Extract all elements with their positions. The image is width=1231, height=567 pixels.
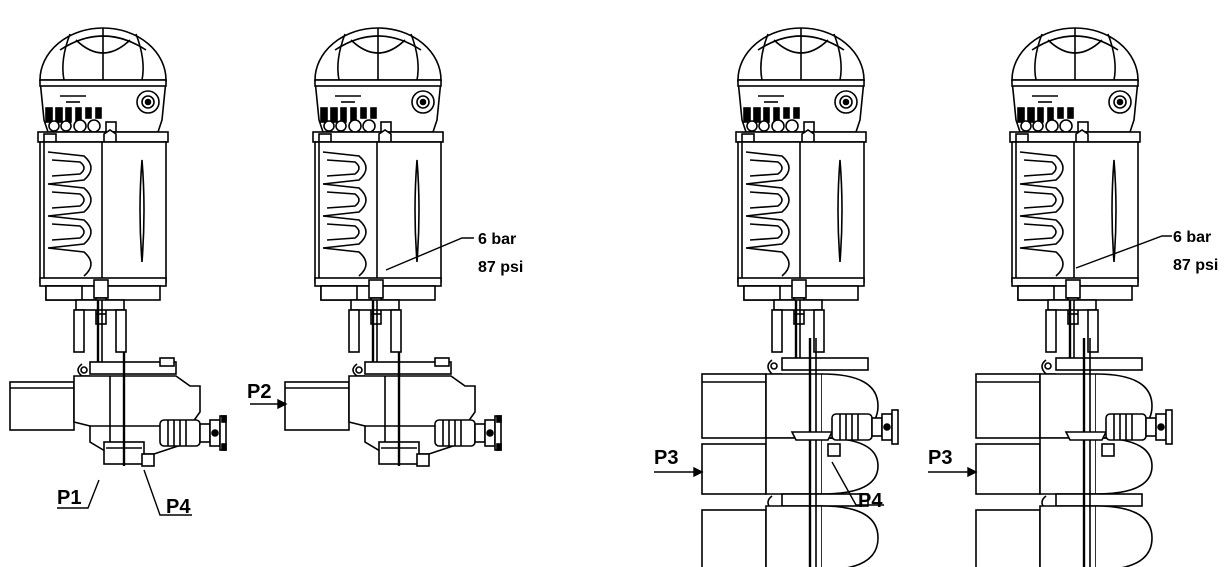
label-p4-valve1: P4 [166, 496, 191, 518]
pressure-bar-valve4: 6 bar [1173, 229, 1211, 246]
valve-assembly-4 [974, 26, 1174, 567]
leader-pressure-valve4 [1075, 235, 1172, 269]
pressure-bar-valve2: 6 bar [478, 231, 516, 248]
label-p3-valve4: P3 [928, 447, 952, 469]
valve-assembly-1 [8, 26, 228, 468]
label-p4-valve3: P4 [858, 490, 883, 512]
leader-p1 [57, 479, 100, 509]
leader-p4-valve1 [143, 469, 192, 516]
label-p2: P2 [247, 381, 271, 403]
pressure-psi-valve2: 87 psi [478, 259, 523, 276]
valve-assembly-2 [283, 26, 503, 468]
leader-pressure-valve2 [385, 237, 474, 271]
label-p1: P1 [57, 487, 81, 509]
leader-p4-valve3 [831, 461, 884, 506]
label-p3-valve3: P3 [654, 447, 678, 469]
valve-assembly-3 [700, 26, 900, 567]
pressure-psi-valve4: 87 psi [1173, 257, 1218, 274]
